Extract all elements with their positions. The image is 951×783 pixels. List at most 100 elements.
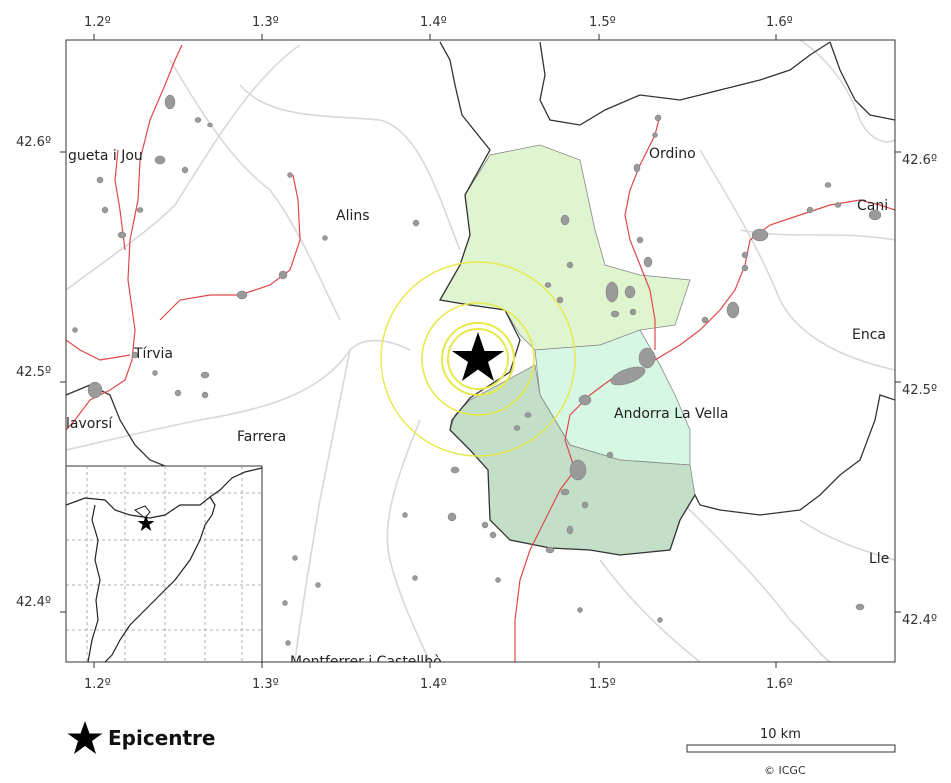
lon-label: 1.2º — [84, 677, 111, 692]
inset-frame — [65, 465, 263, 663]
lake — [174, 389, 182, 397]
label-alins: Alins — [336, 208, 370, 224]
lake — [605, 281, 619, 303]
lake — [726, 301, 740, 319]
lake — [101, 206, 109, 214]
ring-core — [447, 328, 509, 390]
lake — [524, 412, 532, 418]
lake — [545, 546, 555, 554]
lake — [117, 231, 127, 239]
lake — [569, 459, 587, 481]
label-llavorsi: lavorsí — [66, 416, 113, 432]
label-tirvia: Tírvia — [133, 346, 173, 362]
epicentre-rings — [380, 261, 576, 457]
label-cani: Cani — [857, 198, 888, 214]
minor-line — [386, 419, 431, 662]
lat-labels-right: 42.6º 42.5º 42.4º — [902, 153, 937, 628]
road — [159, 174, 301, 321]
lake — [606, 451, 614, 459]
lake — [181, 166, 189, 174]
minor-line — [169, 59, 341, 321]
lake — [560, 214, 570, 226]
minor-line — [294, 349, 351, 662]
lake — [610, 310, 620, 318]
lake — [577, 607, 583, 613]
lake — [868, 209, 882, 221]
lake — [513, 425, 521, 431]
label-ordino: Ordino — [649, 146, 696, 162]
minor-line — [66, 44, 301, 291]
lake — [412, 575, 418, 581]
minor-line — [799, 519, 895, 561]
lake — [578, 394, 592, 406]
lake — [447, 512, 457, 522]
road — [114, 149, 126, 251]
lon-label: 1.5º — [589, 15, 616, 30]
minor-line — [679, 499, 831, 662]
label-farrera: Farrera — [237, 429, 286, 445]
road — [624, 114, 661, 350]
lake — [131, 351, 139, 359]
lake — [624, 285, 636, 299]
lake — [282, 600, 288, 606]
lake — [643, 256, 653, 268]
lake — [207, 122, 213, 128]
lake — [164, 94, 176, 110]
lake — [96, 176, 104, 184]
label-enca: Enca — [852, 327, 886, 343]
lon-label: 1.6º — [766, 677, 793, 692]
lakes — [72, 94, 882, 646]
lake — [136, 207, 144, 213]
lake — [556, 296, 564, 304]
lake — [495, 577, 501, 583]
lake — [806, 206, 814, 214]
lake — [72, 327, 78, 333]
lake — [315, 582, 321, 588]
lake — [566, 261, 574, 269]
ring-middle — [421, 302, 535, 416]
lake — [285, 640, 291, 646]
scale-bar: 10 km © ICGC — [686, 727, 896, 777]
inset-map — [65, 465, 263, 663]
lat-label: 42.5º — [16, 365, 51, 380]
lon-label: 1.4º — [420, 15, 447, 30]
legend-epicentre-label: Epicentre — [108, 726, 215, 750]
lake — [412, 219, 420, 227]
lake — [322, 235, 328, 241]
lake — [834, 202, 842, 208]
label-montferrer: Montferrer i Castellbò — [290, 654, 442, 670]
legend-star-icon — [67, 721, 103, 754]
lake — [855, 603, 865, 611]
lon-labels-top: 1.2º 1.3º 1.4º 1.5º 1.6º — [84, 15, 793, 30]
lake — [560, 488, 570, 496]
lake — [292, 555, 298, 561]
lake — [200, 371, 210, 379]
lake — [489, 531, 497, 539]
label-gueta-i-jou: gueta i Jou — [68, 148, 143, 164]
minor-line — [239, 84, 461, 251]
lake — [751, 228, 769, 242]
place-labels: gueta i Jou Ordino Alins Cani Tírvia Enc… — [66, 146, 889, 670]
lake — [201, 391, 209, 399]
lake — [154, 155, 166, 165]
epicentre-star — [452, 332, 504, 381]
lake — [566, 525, 574, 535]
lon-label: 1.2º — [84, 15, 111, 30]
lake — [287, 172, 293, 178]
scale-label: 10 km — [760, 727, 801, 742]
legend: Epicentre — [67, 721, 215, 754]
lake — [581, 501, 589, 509]
lake — [657, 617, 663, 623]
lake — [741, 251, 749, 259]
minor-line — [599, 559, 701, 662]
border-line — [829, 41, 895, 121]
lake — [633, 163, 641, 173]
lat-label: 42.4º — [16, 595, 51, 610]
minor-line — [799, 40, 895, 143]
inset-andorra — [134, 505, 151, 519]
road — [654, 199, 895, 361]
lon-label: 1.3º — [252, 677, 279, 692]
lat-labels-left: 42.6º 42.5º 42.4º — [16, 135, 51, 610]
